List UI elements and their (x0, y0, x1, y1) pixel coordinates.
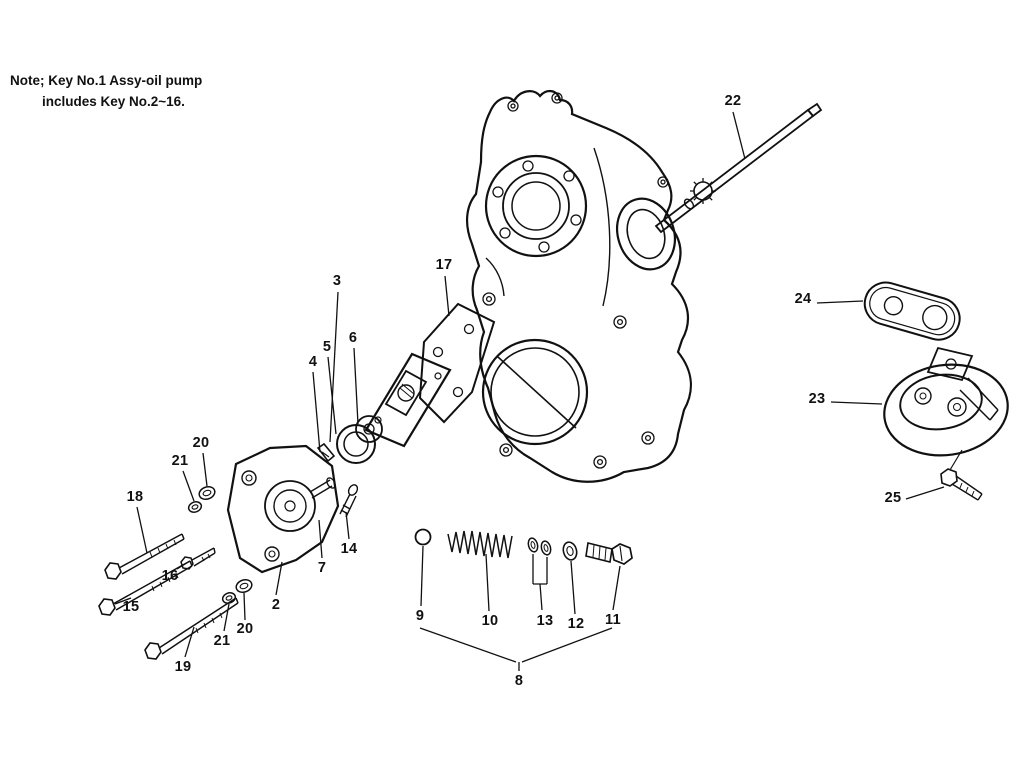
note-line-1: Note; Key No.1 Assy-oil pump (10, 73, 203, 88)
part-callout-21: 21 (213, 633, 231, 649)
part-callout-11: 11 (605, 612, 621, 628)
part-callout-5: 5 (322, 339, 332, 355)
part-callout-8: 8 (514, 673, 524, 689)
part-callout-16: 16 (161, 568, 179, 584)
part-callout-21: 21 (171, 453, 189, 469)
part-callout-17: 17 (435, 257, 453, 273)
part-callout-12: 12 (567, 616, 585, 632)
part-callout-25: 25 (884, 490, 902, 506)
note-line-2: includes Key No.2~16. (42, 94, 185, 109)
part-callout-7: 7 (317, 560, 327, 576)
drive-spindle-drawing (654, 102, 823, 234)
strainer-gasket-drawing (863, 281, 961, 341)
mounting-bolts-drawing (98, 485, 253, 660)
part-callout-18: 18 (126, 489, 144, 505)
part-callout-4: 4 (308, 354, 318, 370)
part-callout-19: 19 (174, 659, 192, 675)
note-text: Note; Key No.1 Assy-oil pump includes Ke… (10, 70, 202, 112)
part-callout-10: 10 (481, 613, 499, 629)
pump-gasket-drawing (418, 302, 496, 424)
oil-strainer-drawing (883, 346, 1009, 471)
part-callout-23: 23 (808, 391, 826, 407)
timing-cover-drawing (466, 90, 692, 483)
part-callout-20: 20 (192, 435, 210, 451)
part-callout-2: 2 (271, 597, 281, 613)
leader-lines (114, 111, 945, 671)
part-callout-22: 22 (724, 93, 742, 109)
part-callout-9: 9 (415, 608, 425, 624)
pump-cover-drawing (364, 352, 452, 448)
part-callout-3: 3 (332, 273, 342, 289)
strainer-bolt-drawing (940, 468, 983, 501)
pump-body-drawing (226, 444, 359, 574)
part-callout-13: 13 (536, 613, 554, 629)
part-callout-24: 24 (794, 291, 812, 307)
part-callout-20: 20 (236, 621, 254, 637)
part-callout-14: 14 (340, 541, 358, 557)
pump-rotor-drawing (316, 415, 383, 464)
relief-valve-drawing (414, 528, 633, 565)
part-callout-6: 6 (348, 330, 358, 346)
part-callout-15: 15 (122, 599, 140, 615)
